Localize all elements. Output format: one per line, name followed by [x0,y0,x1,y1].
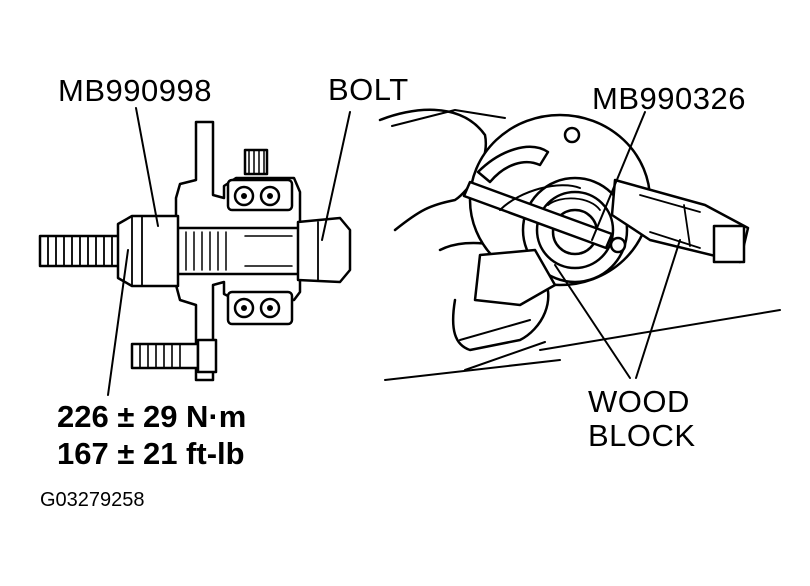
label-mb990326: MB990326 [592,81,746,116]
wood-block-lower [473,248,557,307]
clamp-bar-1 [476,145,550,184]
tool-mb990326-bar [462,180,614,250]
label-bolt: BOLT [328,72,409,107]
torque-ftlb-value: 167 ± 21 ft-lb [57,436,245,471]
wheel-stud [130,342,200,370]
hub-assembly-drawing [38,107,352,396]
leader-mb990998 [135,107,159,227]
knuckle-stud [243,148,269,176]
label-mb990998: MB990998 [58,73,212,108]
leader-wood-2 [635,239,681,379]
leader-bolt [321,111,351,241]
leader-torque [107,249,129,396]
bench-setup-drawing [378,108,781,381]
hub-bolt-hole [563,126,581,144]
wood-block-end [712,224,746,264]
leader-wood-1 [554,264,631,379]
bench-surface [384,109,781,381]
label-block: BLOCK [588,418,696,453]
threaded-rod [38,234,128,268]
label-wood: WOOD [588,384,690,419]
figure-code: G03279258 [40,489,145,511]
leader-mb990326 [591,111,646,241]
torque-nm-value: 226 ± 29 N·m [57,399,247,434]
bolt-head [296,216,352,284]
clamp-bar-2 [499,184,581,211]
